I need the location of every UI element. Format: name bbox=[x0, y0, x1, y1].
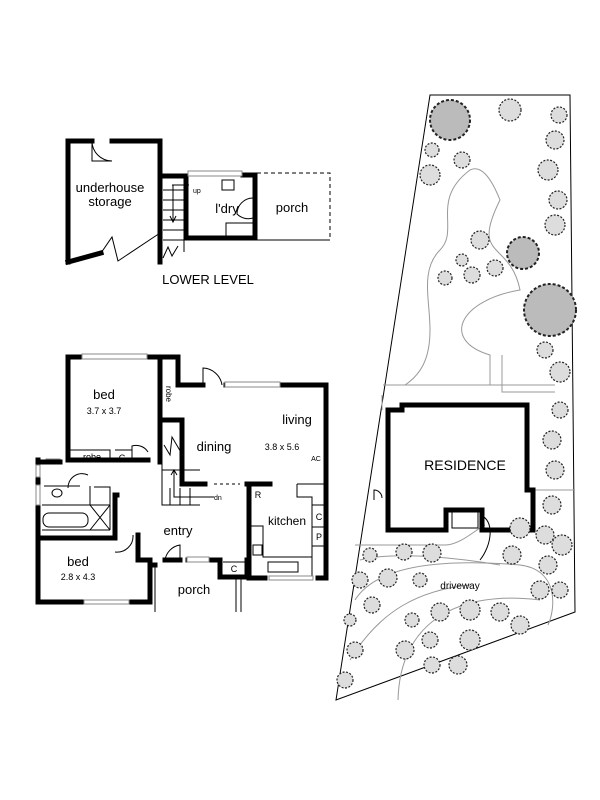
cupboard-label: C bbox=[119, 453, 126, 463]
tree-icon bbox=[549, 361, 571, 383]
tree-icon bbox=[419, 164, 441, 186]
tree-icon bbox=[336, 671, 354, 689]
tree-icon bbox=[486, 259, 504, 277]
tree-icon bbox=[542, 495, 562, 515]
kitchen-cupboard-label: C bbox=[316, 512, 323, 522]
tree-icon bbox=[395, 543, 413, 561]
tree-icon bbox=[343, 613, 357, 627]
fridge-label: R bbox=[255, 490, 262, 500]
lower-porch-label: porch bbox=[276, 200, 309, 215]
tree-icon bbox=[536, 341, 554, 359]
laundry-label: l'dry bbox=[215, 201, 239, 216]
entry-label: entry bbox=[164, 523, 193, 538]
tree-icon bbox=[346, 641, 364, 659]
tree-icon bbox=[455, 253, 469, 267]
tree-icon bbox=[509, 517, 531, 539]
tree-icon bbox=[351, 571, 369, 589]
tree-icon bbox=[490, 602, 510, 622]
living-label: living bbox=[282, 412, 312, 427]
tree-icon bbox=[538, 555, 558, 575]
storage-label-2: storage bbox=[88, 194, 131, 209]
tree-icon bbox=[404, 612, 420, 628]
tree-icon bbox=[535, 525, 555, 545]
tree-icon bbox=[437, 270, 453, 286]
tree-icon bbox=[448, 655, 468, 675]
tree-icon bbox=[423, 656, 441, 674]
tree-icon bbox=[424, 142, 440, 158]
tree-icon bbox=[463, 266, 481, 284]
tree-icon bbox=[362, 547, 378, 563]
porch-label: porch bbox=[178, 582, 211, 597]
kitchen-label: kitchen bbox=[268, 514, 306, 528]
bed2-label: bed bbox=[67, 554, 89, 569]
stair-up-label: up bbox=[193, 188, 201, 195]
tree-icon bbox=[378, 568, 398, 588]
tree-icon bbox=[545, 130, 565, 150]
tree-icon bbox=[421, 631, 439, 649]
tree-icon bbox=[459, 629, 481, 651]
tree-icon bbox=[548, 190, 568, 210]
entry-cupboard-label: C bbox=[231, 564, 238, 574]
bed1-label: bed bbox=[93, 387, 115, 402]
tree-icon bbox=[510, 615, 530, 635]
tree-icon bbox=[551, 534, 573, 556]
site-plan: RESIDENCE driveway bbox=[335, 94, 577, 701]
tree-icon bbox=[470, 230, 490, 250]
robe-label: robe bbox=[83, 452, 101, 462]
tree-icon bbox=[430, 602, 450, 622]
bed2-size: 2.8 x 4.3 bbox=[61, 572, 96, 582]
tree-icon bbox=[550, 106, 568, 124]
lower-level-plan: underhouse storage up l'dry porch LOWER … bbox=[64, 138, 331, 287]
residence-label: RESIDENCE bbox=[424, 457, 506, 473]
tree-icon bbox=[506, 236, 540, 270]
tree-icon bbox=[412, 572, 428, 588]
pantry-label: P bbox=[316, 532, 322, 542]
tree-icon bbox=[551, 581, 569, 599]
storage-label-1: underhouse bbox=[76, 180, 145, 195]
tree-icon bbox=[459, 599, 481, 621]
tree-icon bbox=[422, 543, 442, 563]
tree-icon bbox=[542, 430, 562, 450]
main-level-plan: bed 3.7 x 3.7 robe robe C dining living … bbox=[35, 353, 329, 612]
tree-icon bbox=[551, 401, 569, 419]
dining-label: dining bbox=[197, 439, 232, 454]
tree-icon bbox=[429, 99, 471, 141]
living-size: 3.8 x 5.6 bbox=[265, 442, 300, 452]
tree-icon bbox=[395, 640, 415, 660]
tree-icon bbox=[498, 98, 522, 122]
residence-outline bbox=[385, 402, 536, 533]
driveway-label: driveway bbox=[440, 581, 479, 592]
stair-down-label: dn bbox=[214, 495, 222, 502]
ac-label: AC bbox=[311, 456, 321, 463]
property-boundary bbox=[335, 94, 576, 701]
lower-level-title: LOWER LEVEL bbox=[162, 272, 254, 287]
tree-icon bbox=[537, 159, 559, 181]
tree-icon bbox=[363, 596, 381, 614]
tree-icon bbox=[530, 580, 550, 600]
tree-icon bbox=[523, 283, 577, 337]
bed1-robe-label: robe bbox=[164, 386, 173, 403]
bed1-size: 3.7 x 3.7 bbox=[87, 406, 122, 416]
tree-icon bbox=[544, 214, 566, 236]
tree-icon bbox=[453, 151, 471, 169]
tree-icon bbox=[545, 460, 565, 480]
tree-icon bbox=[502, 545, 522, 565]
